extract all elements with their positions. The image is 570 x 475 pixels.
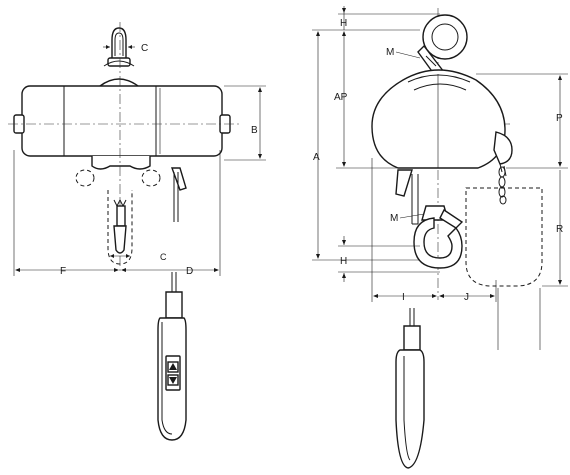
side-chain xyxy=(493,131,513,205)
dim-ap: AP xyxy=(334,32,398,169)
dim-h-top: H xyxy=(338,6,440,36)
front-cable-guide xyxy=(171,167,187,222)
side-pendant xyxy=(395,308,425,469)
dim-m-bottom: M xyxy=(390,213,425,224)
side-view: A H AP M M xyxy=(312,6,568,469)
side-bottom-hook xyxy=(413,205,464,269)
dim-c-bottom: C xyxy=(110,252,167,262)
label-b: B xyxy=(251,125,258,136)
side-body xyxy=(371,69,506,169)
dim-r: R xyxy=(542,170,568,287)
label-a: A xyxy=(313,152,320,163)
dim-a: A xyxy=(312,29,420,261)
front-top-hook xyxy=(99,27,139,87)
label-m-top: M xyxy=(386,47,394,58)
dim-i-j: I J xyxy=(371,158,541,350)
label-f: F xyxy=(60,266,66,277)
side-cable-guide xyxy=(395,169,419,225)
label-c-top: C xyxy=(141,43,148,54)
front-view: C B xyxy=(8,22,266,441)
label-i: I xyxy=(402,292,405,303)
label-r: R xyxy=(556,224,563,235)
label-m-bottom: M xyxy=(390,213,398,224)
label-h-top: H xyxy=(340,18,347,29)
dim-h-bottom: H xyxy=(338,236,440,282)
side-chain-container xyxy=(465,187,543,287)
label-j: J xyxy=(464,292,469,303)
up-down-arrows-icon xyxy=(167,361,179,386)
dim-p: P xyxy=(476,73,568,169)
side-top-hook xyxy=(417,14,468,75)
dim-c-top: C xyxy=(103,43,148,54)
label-d: D xyxy=(186,266,193,277)
label-h-bottom: H xyxy=(340,256,347,267)
label-ap: AP xyxy=(334,92,348,103)
label-c-bottom: C xyxy=(160,252,167,262)
front-body xyxy=(13,85,231,170)
front-chain-area xyxy=(75,169,161,265)
dim-m-top: M xyxy=(386,47,421,59)
label-p: P xyxy=(556,113,563,124)
dim-f-d: F D xyxy=(13,150,221,277)
dim-b: B xyxy=(224,85,266,161)
front-pendant xyxy=(157,272,187,441)
